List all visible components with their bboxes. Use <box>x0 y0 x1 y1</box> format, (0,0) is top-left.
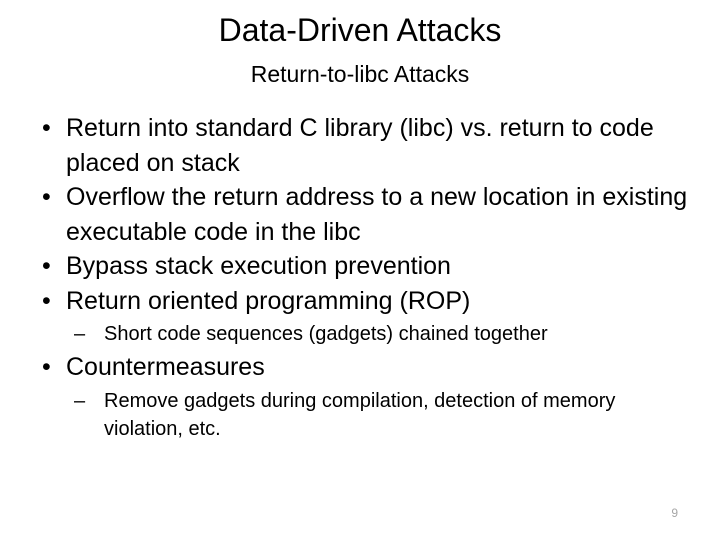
list-item: • Overflow the return address to a new l… <box>30 180 690 249</box>
list-item: • Countermeasures <box>30 350 690 385</box>
bullet-list: • Return into standard C library (libc) … <box>30 111 690 443</box>
list-item-text: Overflow the return address to a new loc… <box>66 183 688 246</box>
dash-bullet-icon: – <box>74 389 86 412</box>
page-number: 9 <box>671 506 678 520</box>
dash-bullet-icon: – <box>74 323 86 345</box>
sub-list-item-text: Short code sequences (gadgets) chained t… <box>104 323 548 345</box>
list-item-text: Bypass stack execution prevention <box>66 252 451 280</box>
list-item: • Bypass stack execution prevention <box>30 249 690 284</box>
sub-list-item: – Short code sequences (gadgets) chained… <box>70 320 690 348</box>
bullet-point-icon: • <box>42 353 51 381</box>
list-item-text: Return oriented programming (ROP) <box>66 286 471 315</box>
bullet-point-icon: • <box>42 286 51 315</box>
list-item: • Return oriented programming (ROP) <box>30 284 690 319</box>
sub-list-item: – Remove gadgets during compilation, det… <box>70 387 690 443</box>
slide-title: Data-Driven Attacks <box>218 12 502 48</box>
slide-body: • Return into standard C library (libc) … <box>30 111 690 445</box>
slide-subtitle: Return-to-libc Attacks <box>250 61 470 87</box>
sub-bullet-list: – Remove gadgets during compilation, det… <box>30 387 690 443</box>
list-item-text: Countermeasures <box>66 353 265 381</box>
bullet-point-icon: • <box>42 183 51 211</box>
bullet-point-icon: • <box>42 252 51 280</box>
sub-bullet-list: – Short code sequences (gadgets) chained… <box>30 320 690 348</box>
bullet-point-icon: • <box>42 114 51 142</box>
sub-list-item-text: Remove gadgets during compilation, detec… <box>104 389 616 440</box>
list-item-text: Return into standard C library (libc) vs… <box>66 114 654 177</box>
list-item: • Return into standard C library (libc) … <box>30 111 690 180</box>
